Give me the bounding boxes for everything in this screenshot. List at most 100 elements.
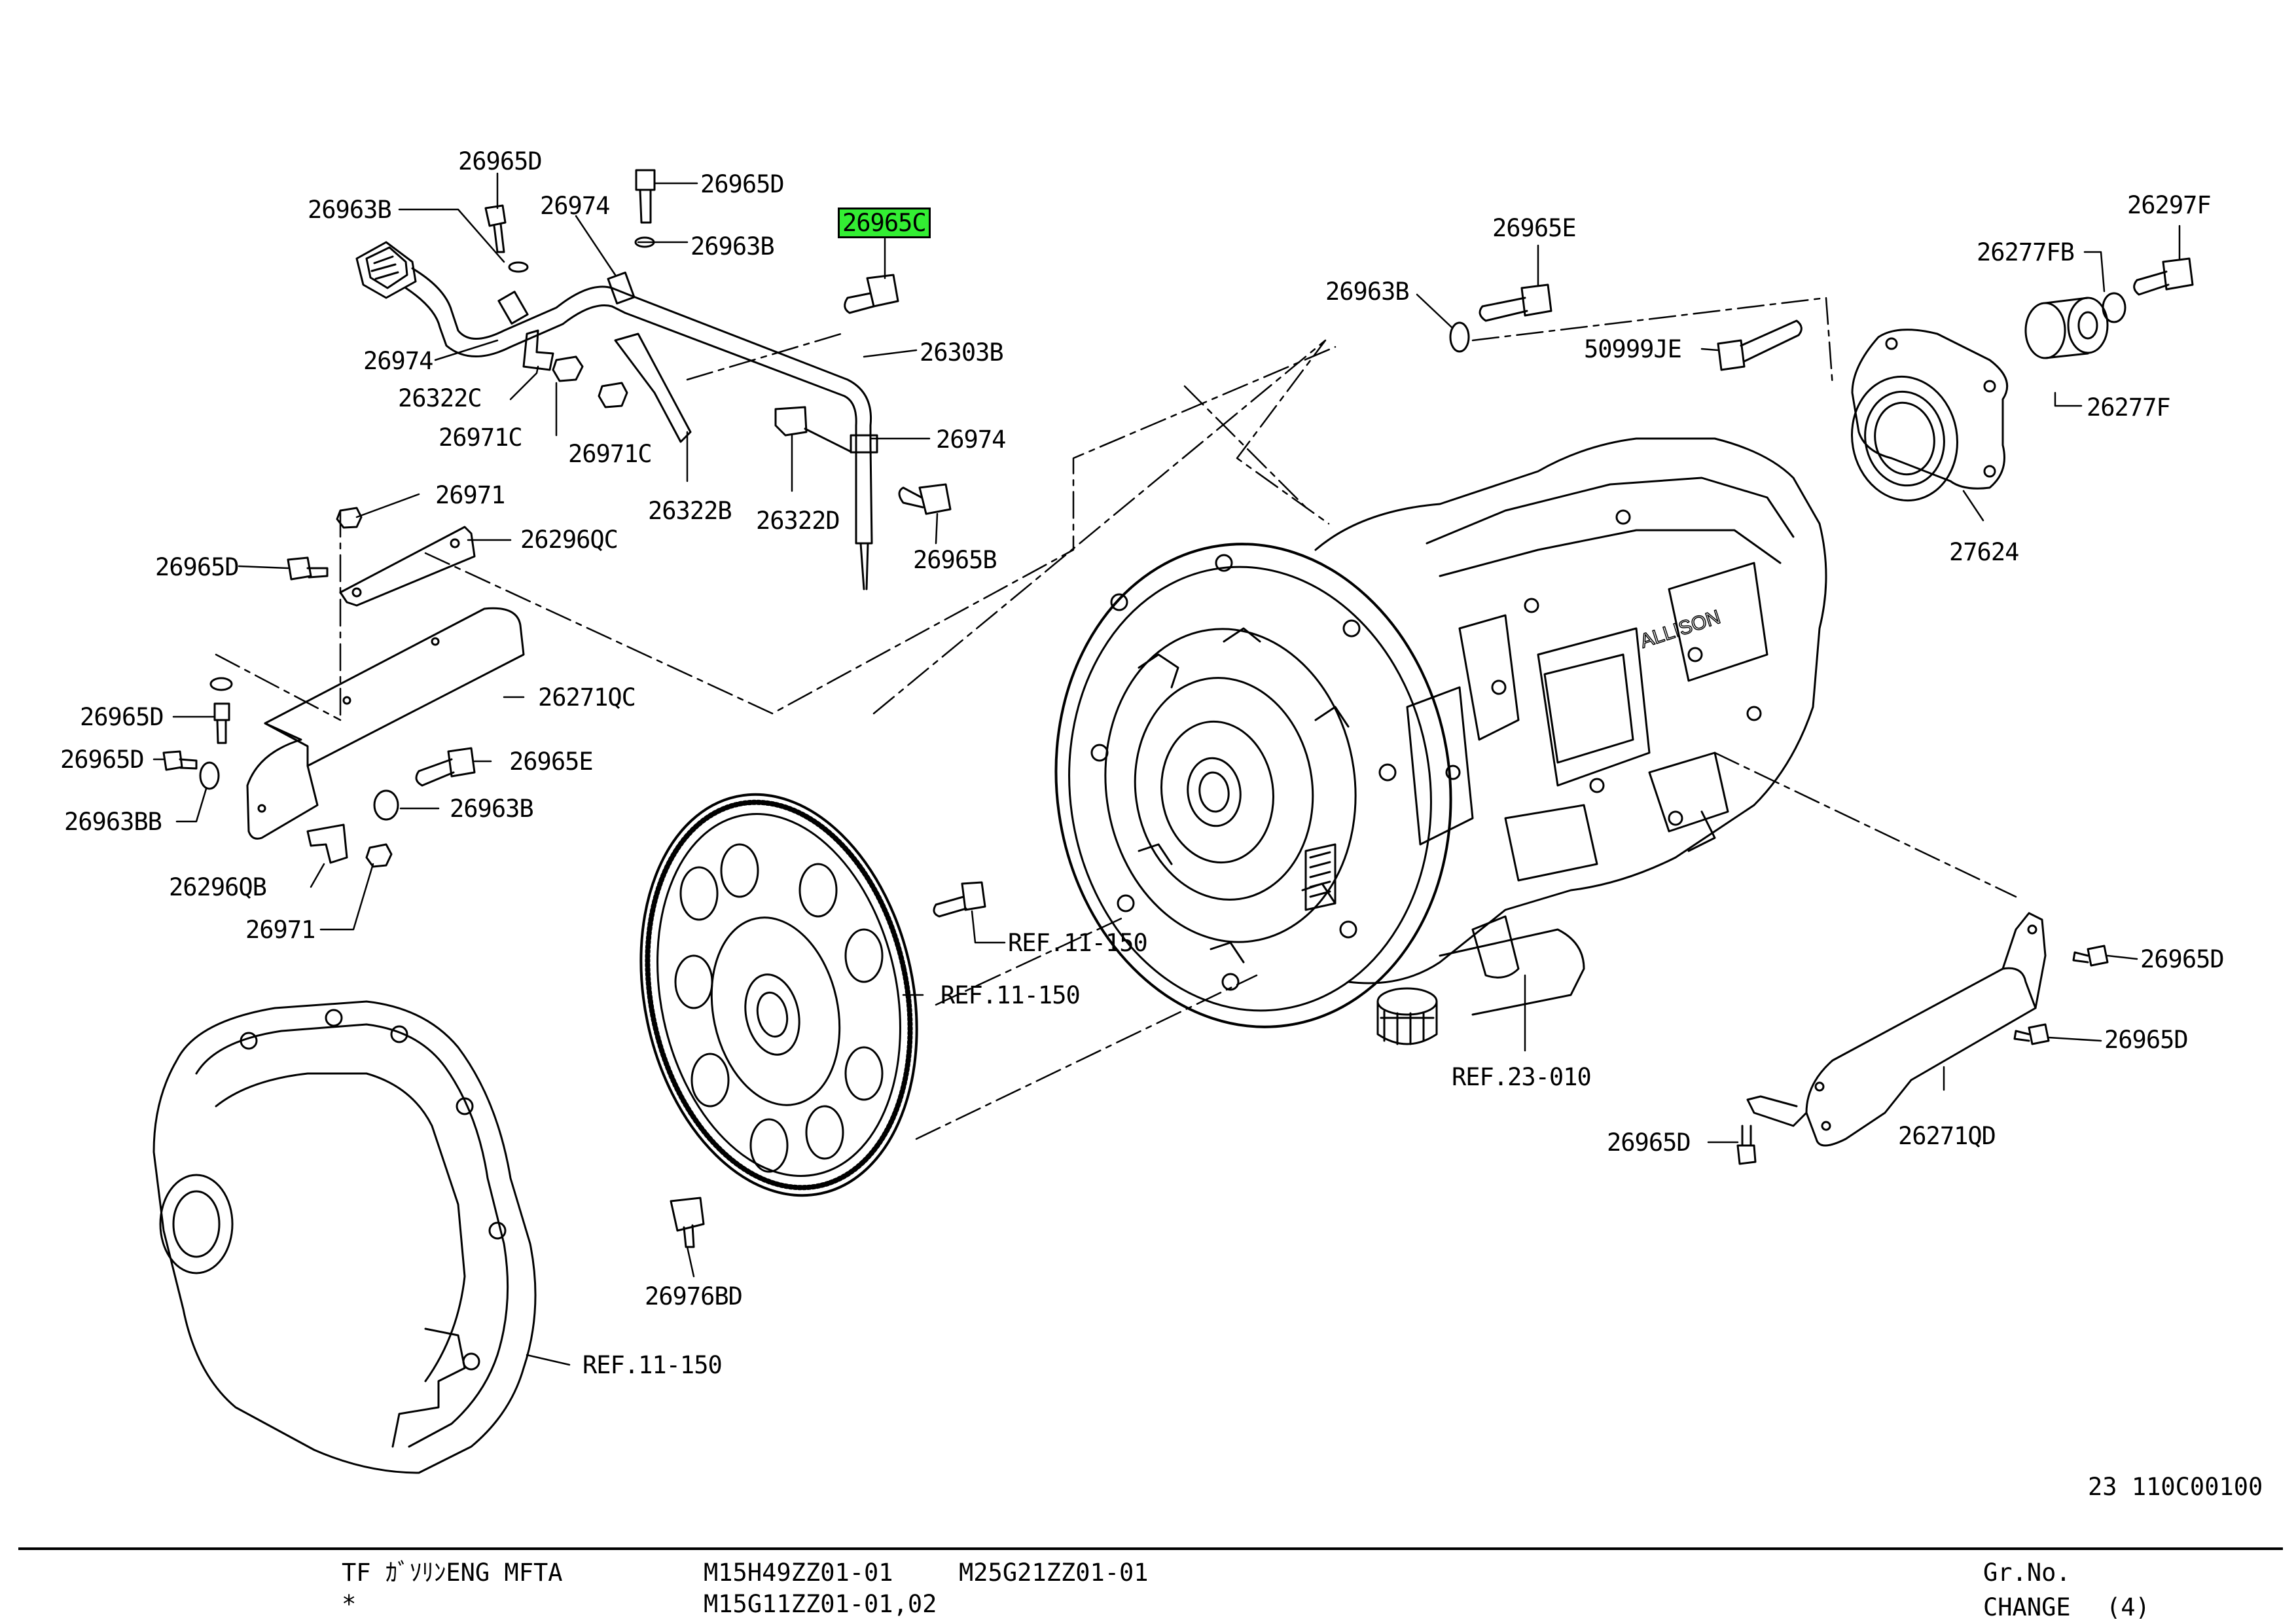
bolt-26965d-c-icon: [287, 556, 329, 581]
label-26322c[interactable]: 26322C: [398, 384, 482, 412]
washer-26277fb-icon: [2102, 292, 2126, 323]
bracket-26296qb-icon: [306, 823, 348, 864]
filler-tube: [411, 267, 872, 446]
washer-26963b-c-icon: [1449, 321, 1470, 353]
tag-plate: [1304, 843, 1336, 911]
dipstick-tube: [855, 444, 873, 590]
bolt-26965e-b-icon: [415, 747, 476, 787]
spacer-26277f-icon: [2024, 297, 2109, 359]
footer-divider: [18, 1547, 2283, 1550]
nut-26971c-icon: [552, 355, 584, 382]
label-26971-top[interactable]: 26971: [435, 481, 505, 509]
label-ref-11-150-bolt[interactable]: REF.11-150: [1008, 929, 1148, 957]
bolt-ref-11-150-icon: [933, 881, 986, 918]
nut-26971-a-icon: [336, 507, 363, 529]
clamp-26974-lower: [850, 434, 878, 454]
washer-26963b-d-icon: [209, 677, 233, 691]
label-26974-right[interactable]: 26974: [936, 425, 1006, 454]
label-26965d-top-right[interactable]: 26965D: [700, 170, 785, 198]
label-26963b-center[interactable]: 26963B: [1325, 278, 1410, 306]
label-26974-left[interactable]: 26974: [363, 347, 433, 375]
bolt-26965d-b-icon: [635, 169, 656, 224]
alignment-lines: [215, 297, 2017, 1140]
bolt-50999je-icon: [1717, 319, 1803, 371]
drawing-ref-code: 23 110C00100: [2088, 1473, 2263, 1501]
flexplate-icon: [639, 793, 918, 1197]
transmission-icon: ALLISON: [1054, 437, 1827, 1045]
nut-26971-b-icon: [365, 843, 393, 868]
label-26963b-top-left[interactable]: 26963B: [308, 196, 392, 224]
change-label: CHANGE: [1983, 1593, 2071, 1621]
bolt-26965b-icon: [898, 483, 952, 515]
bracket-26322b: [614, 333, 692, 443]
converter-housing: [1054, 543, 1452, 1028]
washer-26963bb-icon: [199, 761, 220, 790]
label-26971c-left[interactable]: 26971C: [439, 424, 523, 452]
bolt-26976bd-icon: [670, 1197, 705, 1248]
gr-no-label: Gr.No.: [1983, 1559, 2071, 1587]
applicable-code-3: M15G11ZZ01-01,02: [704, 1590, 937, 1618]
label-ref-11-150-flexplate[interactable]: REF.11-150: [941, 981, 1081, 1009]
label-26963b-shield[interactable]: 26963B: [450, 795, 534, 823]
label-26297f[interactable]: 26297F: [2127, 191, 2212, 219]
adapter-27624-icon: [1851, 329, 2009, 502]
filler-tube-assembly: [355, 169, 952, 590]
label-50999je[interactable]: 50999JE: [1584, 335, 1682, 363]
bolt-26965d-d-icon: [213, 702, 230, 744]
label-26976bd[interactable]: 26976BD: [645, 1282, 743, 1310]
bolt-26965e-icon: [1479, 283, 1552, 322]
leader-lines: [152, 172, 2181, 1366]
label-26277f[interactable]: 26277F: [2087, 393, 2171, 422]
washer-26963b-a-icon: [508, 261, 529, 273]
label-26963b-top-right[interactable]: 26963B: [691, 232, 775, 261]
label-26965d-shield-a[interactable]: 26965D: [80, 703, 164, 731]
label-26965b[interactable]: 26965B: [913, 546, 997, 574]
label-26963bb[interactable]: 26963BB: [64, 808, 162, 836]
washer-26963b-e-icon: [373, 789, 399, 821]
label-26296qc[interactable]: 26296QC: [520, 526, 619, 554]
bolt-26965c-icon: [844, 274, 899, 314]
filler-cap-icon: [355, 241, 417, 299]
applicable-code-1: M15H49ZZ01-01: [704, 1559, 893, 1587]
label-26271qd[interactable]: 26271QD: [1898, 1122, 1996, 1150]
label-26965e-shield[interactable]: 26965E: [509, 748, 594, 776]
label-26965d-right-b[interactable]: 26965D: [2104, 1026, 2189, 1054]
label-26322b[interactable]: 26322B: [648, 497, 732, 525]
label-26965d-left[interactable]: 26965D: [155, 553, 240, 581]
label-27624[interactable]: 27624: [1949, 538, 2019, 566]
bolt-26297f-icon: [2133, 257, 2194, 296]
bolt-26965d-g-icon: [2013, 1023, 2050, 1045]
bracket-26322d: [774, 406, 852, 453]
label-26965c-highlighted[interactable]: 26965C: [838, 208, 931, 238]
star-marker: *: [342, 1590, 357, 1618]
label-26971-bottom[interactable]: 26971: [245, 916, 315, 944]
label-ref-23-010[interactable]: REF.23-010: [1452, 1063, 1592, 1091]
label-26965e-top[interactable]: 26965E: [1492, 214, 1577, 242]
label-26322d[interactable]: 26322D: [756, 507, 840, 535]
clamp-26974-upper: [497, 291, 529, 325]
bolt-26965d-f-icon: [2072, 945, 2109, 967]
model-name: TF ｶﾞｿﾘﾝENG MFTA: [342, 1559, 563, 1587]
heat-shield-26271qd-icon: [1746, 912, 2047, 1147]
clamp-26974-mid: [607, 271, 636, 305]
label-26965d-shield-b[interactable]: 26965D: [60, 746, 145, 774]
heat-shield-26271qc-icon: [246, 607, 525, 840]
bracket-26296qc-icon: [339, 526, 476, 607]
nut-26971c-2-icon: [598, 382, 628, 408]
label-26965d-top[interactable]: 26965D: [458, 147, 543, 175]
change-value: (4): [2106, 1593, 2150, 1621]
applicable-code-2: M25G21ZZ01-01: [959, 1559, 1149, 1587]
bolt-26965d-e-icon: [162, 750, 198, 771]
label-26296qb[interactable]: 26296QB: [169, 873, 267, 901]
label-26303b[interactable]: 26303B: [920, 338, 1004, 367]
label-26277fb[interactable]: 26277FB: [1977, 238, 2075, 266]
label-ref-11-150-housing[interactable]: REF.11-150: [583, 1351, 723, 1379]
label-26971c-right[interactable]: 26971C: [568, 440, 653, 468]
flywheel-housing-icon: [152, 1000, 537, 1474]
bolt-26965d-h-icon: [1736, 1125, 1757, 1165]
label-26965d-right-a[interactable]: 26965D: [2140, 945, 2225, 973]
label-26965d-right-c[interactable]: 26965D: [1607, 1128, 1691, 1157]
label-26271qc[interactable]: 26271QC: [538, 683, 636, 712]
label-26974-top[interactable]: 26974: [540, 192, 610, 220]
